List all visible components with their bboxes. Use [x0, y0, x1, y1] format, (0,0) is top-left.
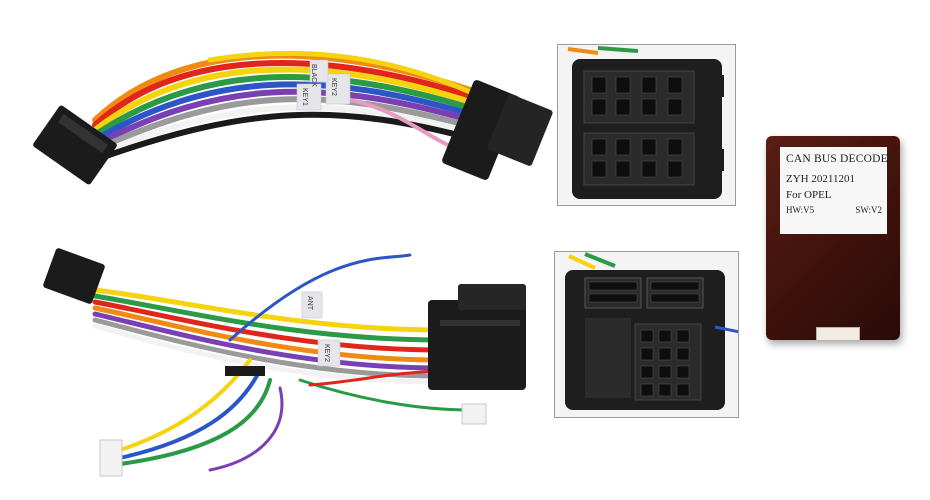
bottom-left-connector	[43, 248, 105, 304]
tag-key2: KEY2	[330, 78, 337, 96]
top-wire-harness: BLACK KEY1 KEY2	[33, 50, 553, 185]
white-plug-right	[461, 403, 487, 425]
decoder-socket	[816, 327, 860, 341]
top-left-connector	[33, 105, 117, 185]
decoder-hw: HW:V5	[786, 205, 815, 215]
quadlock-connector-detail-photo	[554, 251, 739, 418]
tag-key1: KEY1	[301, 88, 308, 106]
tag-key2-bottom: KEY2	[323, 344, 330, 362]
decoder-title: CAN BUS DECODER	[786, 153, 896, 165]
tag-black: BLACK	[310, 64, 317, 87]
quadlock-connector-face	[565, 252, 738, 410]
bottom-wire-harness: ANT KEY2	[43, 248, 526, 477]
iso-connector-face	[567, 46, 724, 199]
tag-ant: ANT	[306, 296, 313, 311]
decoder-sw: SW:V2	[855, 205, 882, 215]
iso-connector-detail-photo	[557, 44, 736, 206]
bottom-wire-tags: ANT KEY2	[301, 291, 341, 367]
white-plug-left	[99, 439, 123, 477]
decoder-model: For OPEL	[786, 189, 832, 201]
bottom-right-connector	[428, 284, 526, 390]
decoder-label: CAN BUS DECODER ZYH 20211201 For OPEL HW…	[780, 147, 896, 234]
inline-fuse	[225, 366, 265, 376]
top-right-connector	[442, 80, 553, 180]
decoder-code: ZYH 20211201	[786, 173, 855, 185]
top-wire-tags: BLACK KEY1 KEY2	[296, 59, 351, 111]
